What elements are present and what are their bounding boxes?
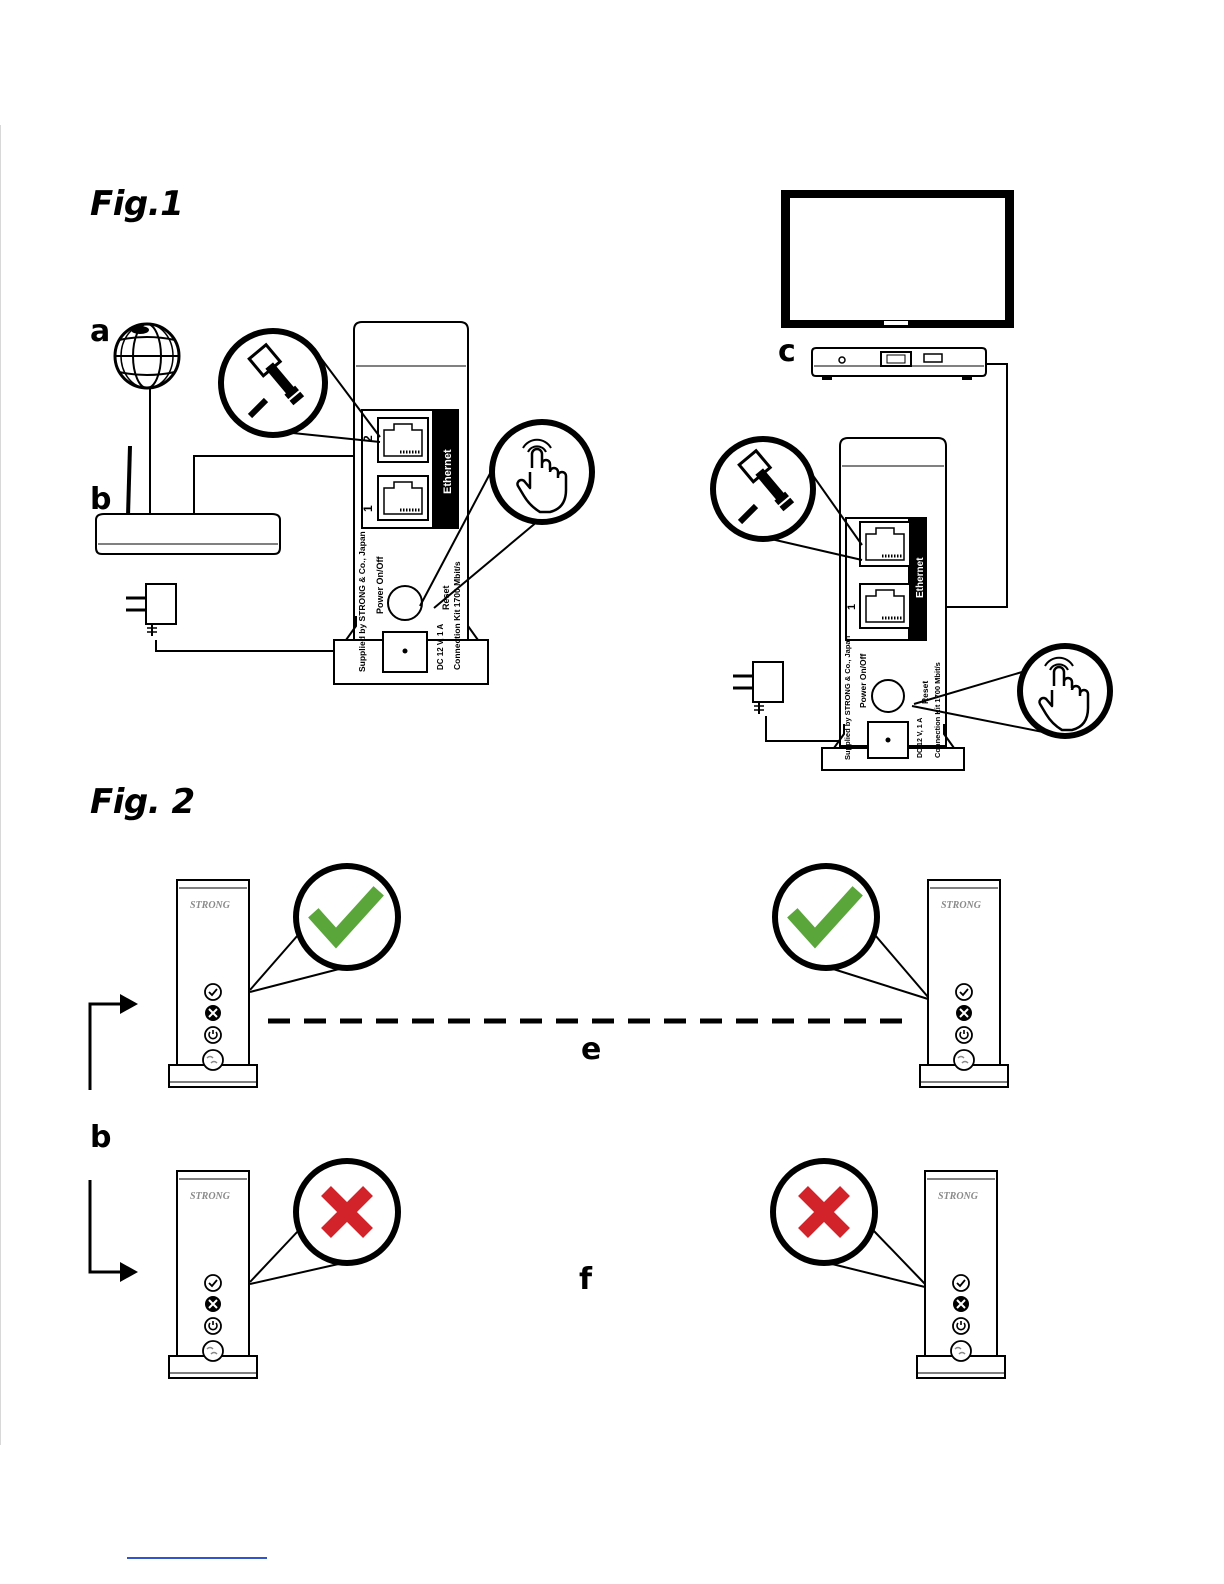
adapter-error-right: STRONG — [773, 1161, 1005, 1378]
tv-icon — [781, 190, 1014, 328]
port-number-1: 1 — [361, 505, 375, 512]
adapter-error-left: STRONG — [169, 1161, 398, 1378]
arrow-head-top — [120, 994, 138, 1014]
power-switch-label: Power On/Off — [375, 555, 385, 614]
brand-logo-bottom-left: STRONG — [190, 1191, 231, 1202]
brand-logo-bottom-right: STRONG — [938, 1191, 979, 1202]
set-top-box-icon — [812, 348, 986, 380]
router-icon — [96, 446, 280, 554]
adapter-supplier-text-right: Supplied by STRONG & Co., Japan — [843, 635, 852, 760]
footer-link-underline — [127, 1557, 267, 1559]
arrow-down-right — [90, 1180, 124, 1272]
brand-logo: STRONG — [190, 900, 231, 911]
port-label-ethernet: Ethernet — [442, 449, 454, 494]
adapter-supplier-text: Supplied by STRONG & Co., Japan — [357, 531, 367, 672]
port-label-ethernet-right: Ethernet — [915, 557, 926, 598]
arrow-up-right — [90, 1004, 124, 1090]
power-rating-text: DC 12 V, 1 A — [436, 624, 445, 670]
power-switch-label-right: Power On/Off — [858, 654, 868, 708]
wall-adapter-icon — [126, 584, 176, 636]
port-number-1-right: 1 — [846, 604, 858, 610]
arrow-head-bottom — [120, 1262, 138, 1282]
powerline-adapter-right: Ethernet 1 Supplied by STRONG & Co., Jap… — [822, 438, 964, 770]
adapter-ok-left: STRONG — [169, 866, 398, 1087]
powerline-adapter-left: Ethernet 2 1 Supplied by STRONG & Co., J… — [334, 322, 488, 684]
wall-adapter-icon-right — [733, 662, 783, 714]
power-rating-text-right: DC 12 V, 1 A — [917, 718, 924, 758]
globe-icon — [115, 324, 179, 388]
adapter-ok-right: STRONG — [775, 866, 1008, 1087]
brand-logo-right: STRONG — [941, 900, 982, 911]
connection-kit-text: Connection Kit 1700 Mbit/s — [452, 561, 462, 670]
